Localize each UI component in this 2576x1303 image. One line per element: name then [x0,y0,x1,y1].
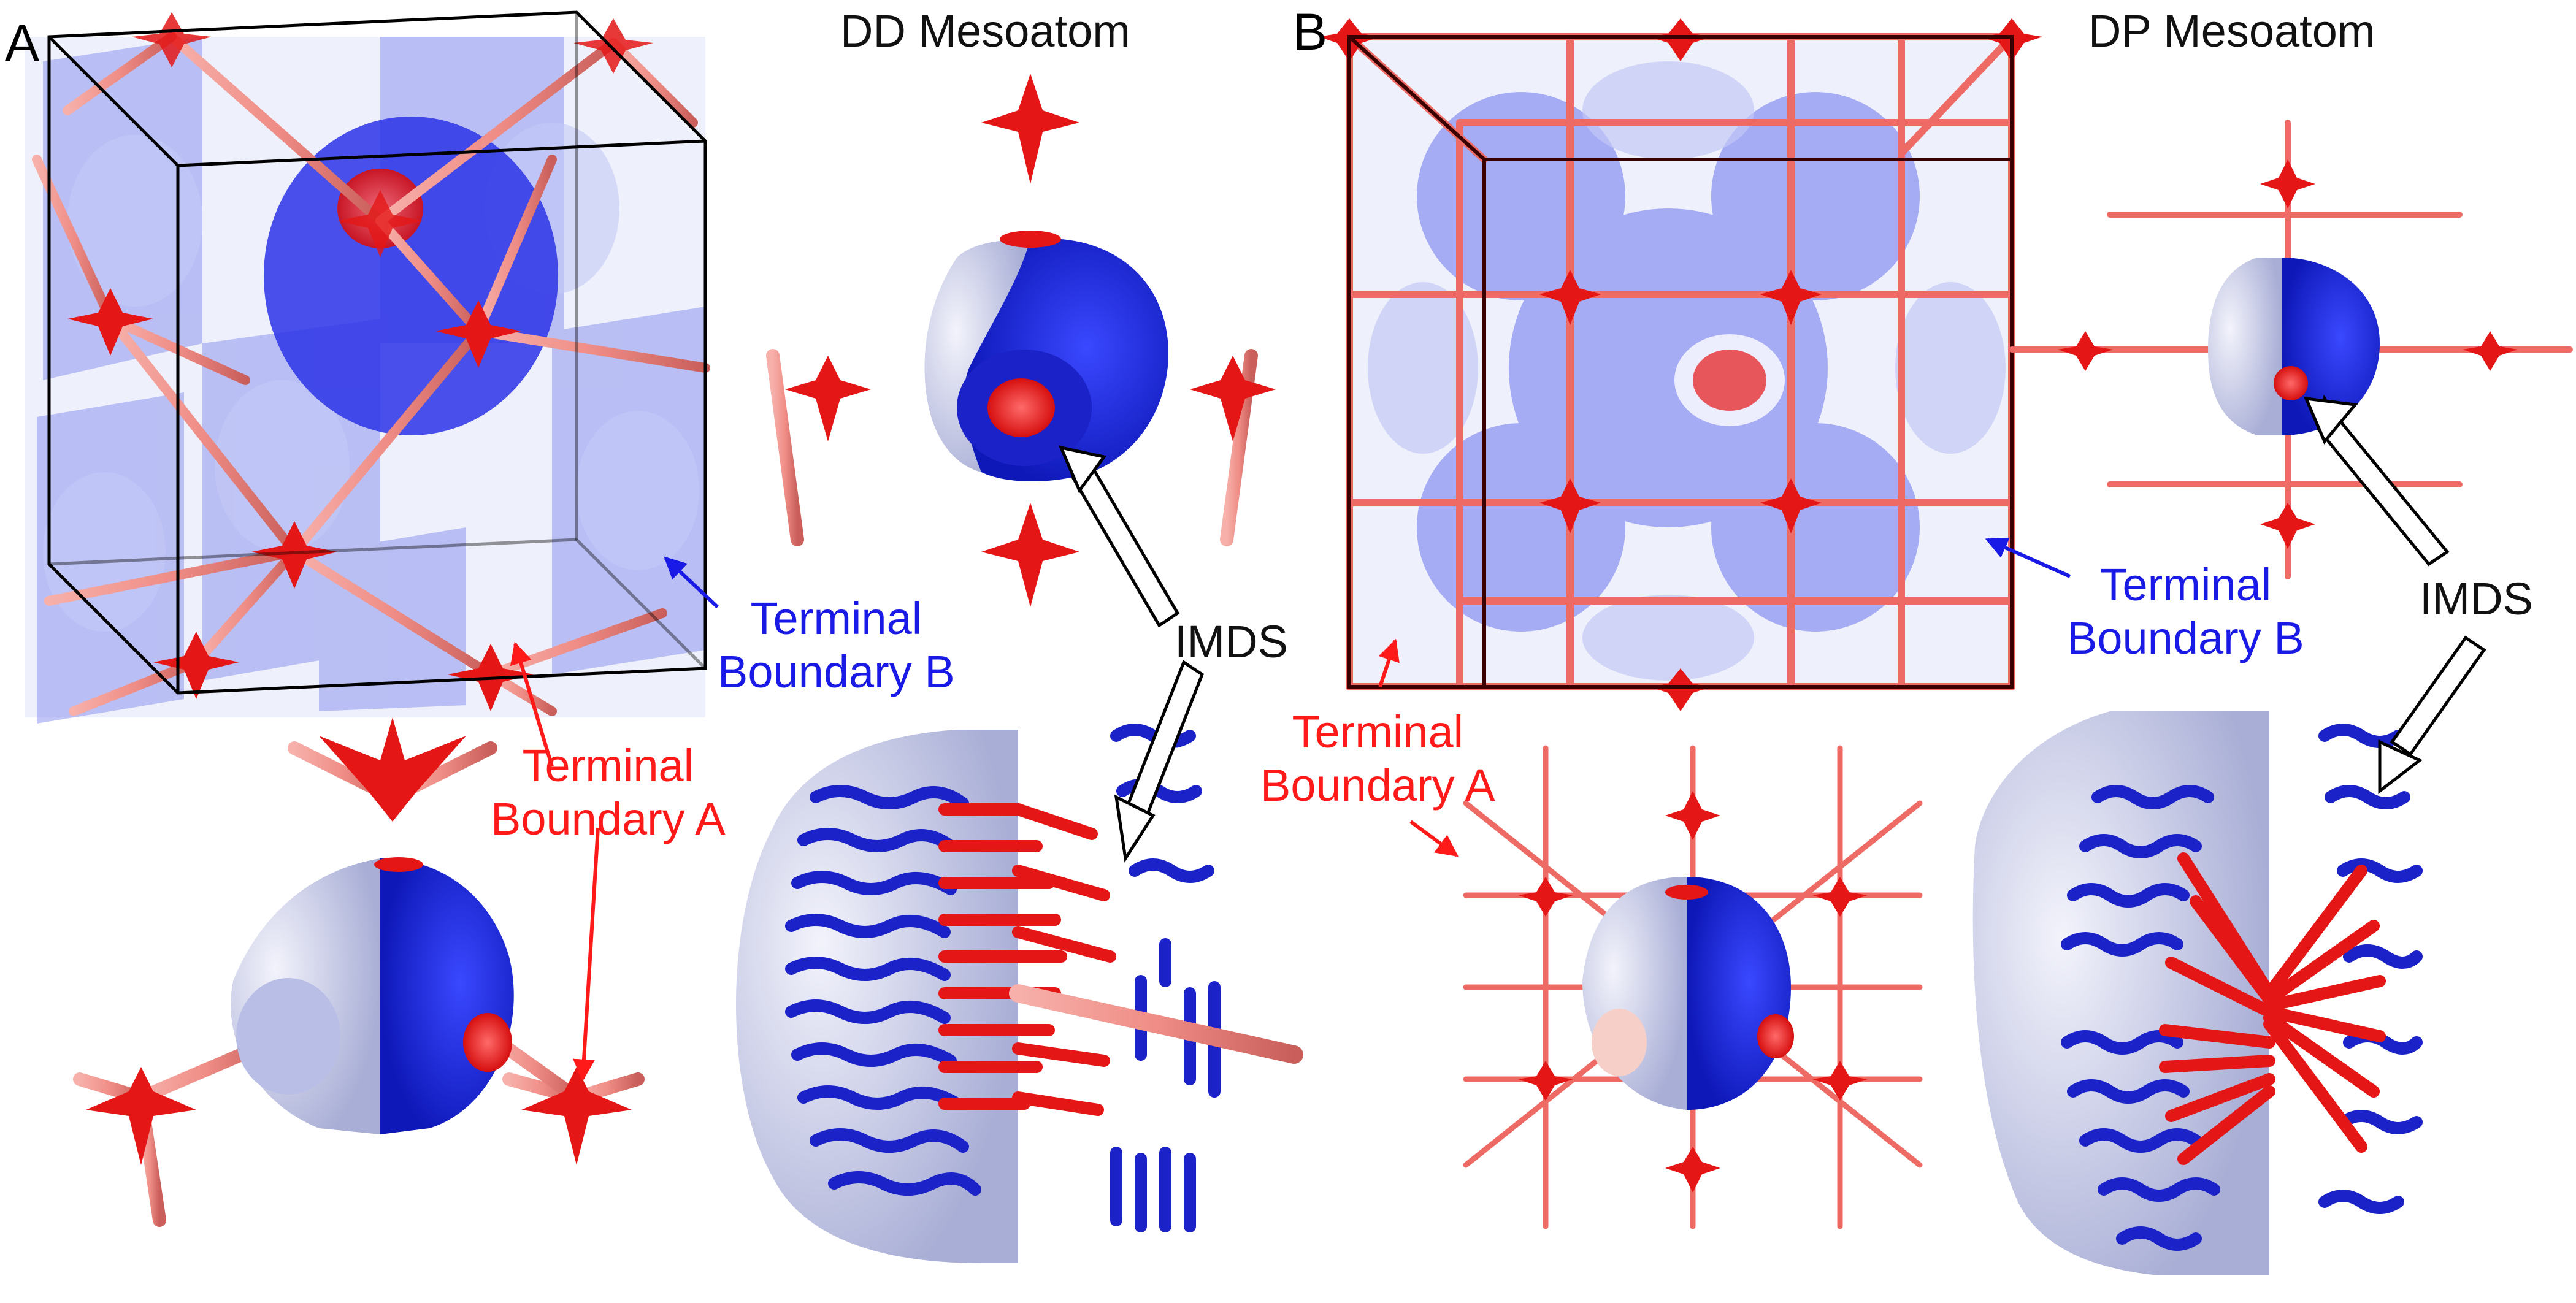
arrow-terminal-a-b [1378,638,1459,857]
panel-b-terminal-boundary-b: Terminal Boundary B [2067,558,2304,665]
dp-chain-packing-view [1949,667,2576,1301]
panel-b [1319,18,2576,1301]
arrow-terminal-b-a [664,556,719,609]
terminal-a-line-2: Boundary A [1260,760,1495,811]
panel-b-letter: B [1293,3,1328,61]
imds-arrow-bottom-a [1114,660,1205,863]
panel-a-title: DD Mesoatom [840,6,1130,56]
panel-a-terminal-boundary-b: Terminal Boundary B [718,592,955,699]
terminal-a-line-1: Terminal [522,740,694,791]
terminal-b-line-2: Boundary B [718,646,955,698]
imds-arrow-bottom-b [2378,635,2486,795]
panel-b-terminal-boundary-a: Terminal Boundary A [1260,705,1495,812]
panel-a-letter: A [5,14,40,72]
dp-mesoatom-model [2009,120,2573,579]
terminal-b-line-1: Terminal [2099,559,2272,610]
dp-unit-cell [1319,18,2042,711]
panel-a-terminal-boundary-a: Terminal Boundary A [491,739,726,846]
arrow-terminal-b-b [1985,537,2071,578]
dd-mesoatom-split-view [73,711,645,1227]
dd-chain-packing-view [736,659,1303,1263]
panel-b-title: DP Mesoatom [2088,6,2375,56]
arrow-terminal-a-a [510,641,600,1082]
panel-a-imds-label: IMDS [1175,616,1288,667]
dd-unit-cell [25,10,710,724]
terminal-a-line-2: Boundary A [491,793,726,845]
imds-arrow-top-a [1058,445,1180,628]
imds-arrow-top-b [2303,394,2450,567]
terminal-a-line-1: Terminal [1292,706,1464,757]
panel-a [25,10,1338,1263]
terminal-b-line-2: Boundary B [2067,613,2304,664]
dd-mesoatom-model [723,73,1338,608]
panel-b-imds-label: IMDS [2420,573,2533,624]
terminal-b-line-1: Terminal [750,593,922,644]
dp-mesoatom-split-view [1463,745,1923,1229]
